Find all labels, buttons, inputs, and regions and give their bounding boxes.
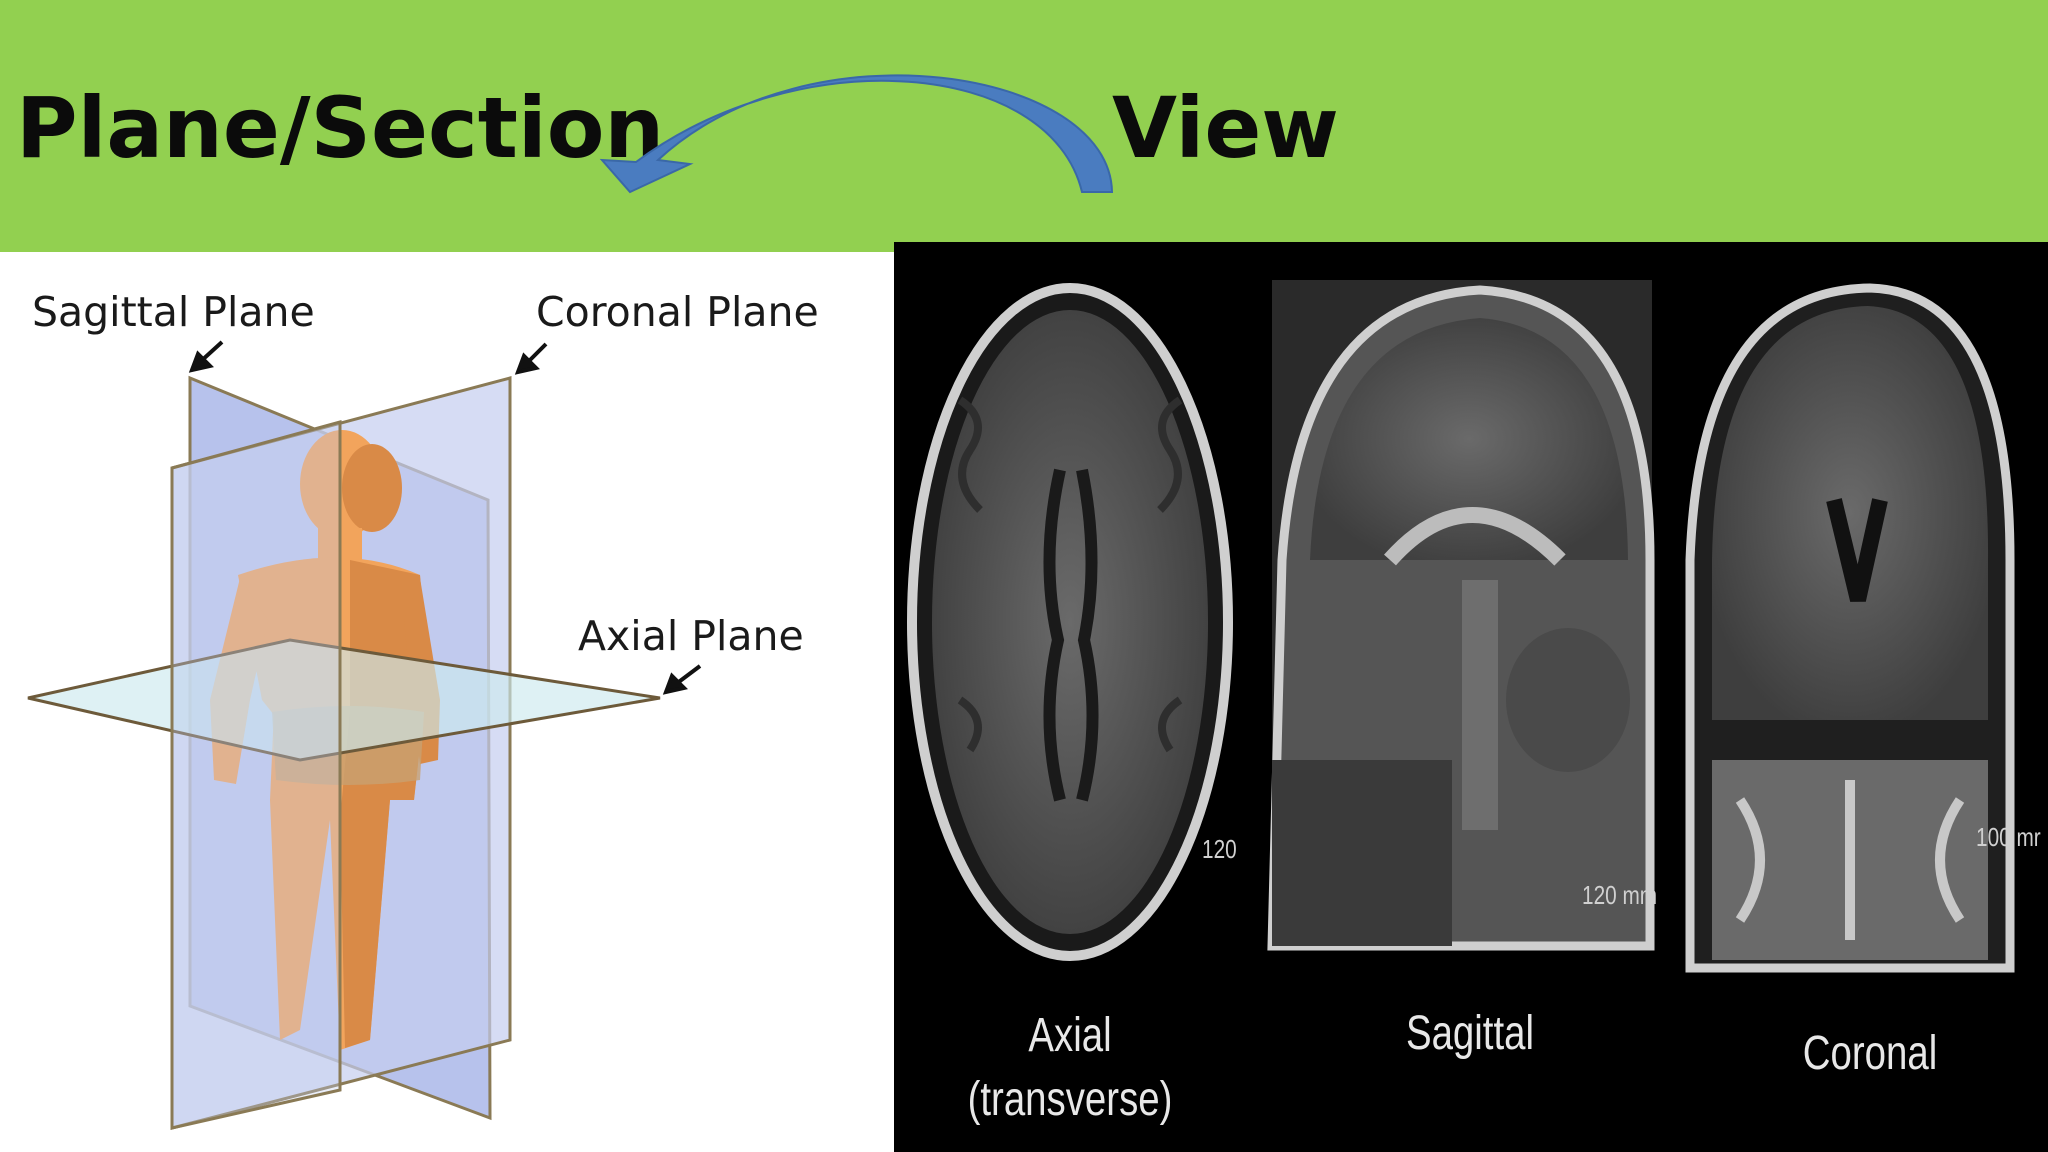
axial-view-label-line1: Axial [1028, 1009, 1112, 1062]
axial-plane [27, 638, 661, 762]
curved-arrow-icon [599, 74, 1114, 194]
header-banner [0, 0, 2048, 252]
view-title: View [1112, 79, 1339, 177]
coronal-scale-label: 100 mr [1976, 822, 2041, 852]
coronal-mri-image [1685, 283, 2015, 973]
axial-view-label: Axial (transverse) [958, 1004, 1182, 1132]
axial-scale-label: 120 [1202, 834, 1237, 864]
coronal-view-label: Coronal [1802, 1027, 1938, 1080]
coronal-plane-label: Coronal Plane [536, 288, 819, 336]
anatomical-planes-figure [27, 340, 702, 1130]
mri-views-panel [894, 242, 2048, 1152]
plane-section-title: Plane/Section [16, 79, 665, 177]
sagittal-plane-label: Sagittal Plane [32, 288, 315, 336]
axial-mri-image [907, 283, 1233, 961]
axial-view-label-line2: (transverse) [967, 1073, 1173, 1126]
axial-plane-label: Axial Plane [578, 612, 804, 660]
sagittal-view-label: Sagittal [1405, 1007, 1535, 1060]
sagittal-mri-image [1267, 280, 1655, 951]
sagittal-scale-label: 120 mm [1582, 880, 1658, 910]
